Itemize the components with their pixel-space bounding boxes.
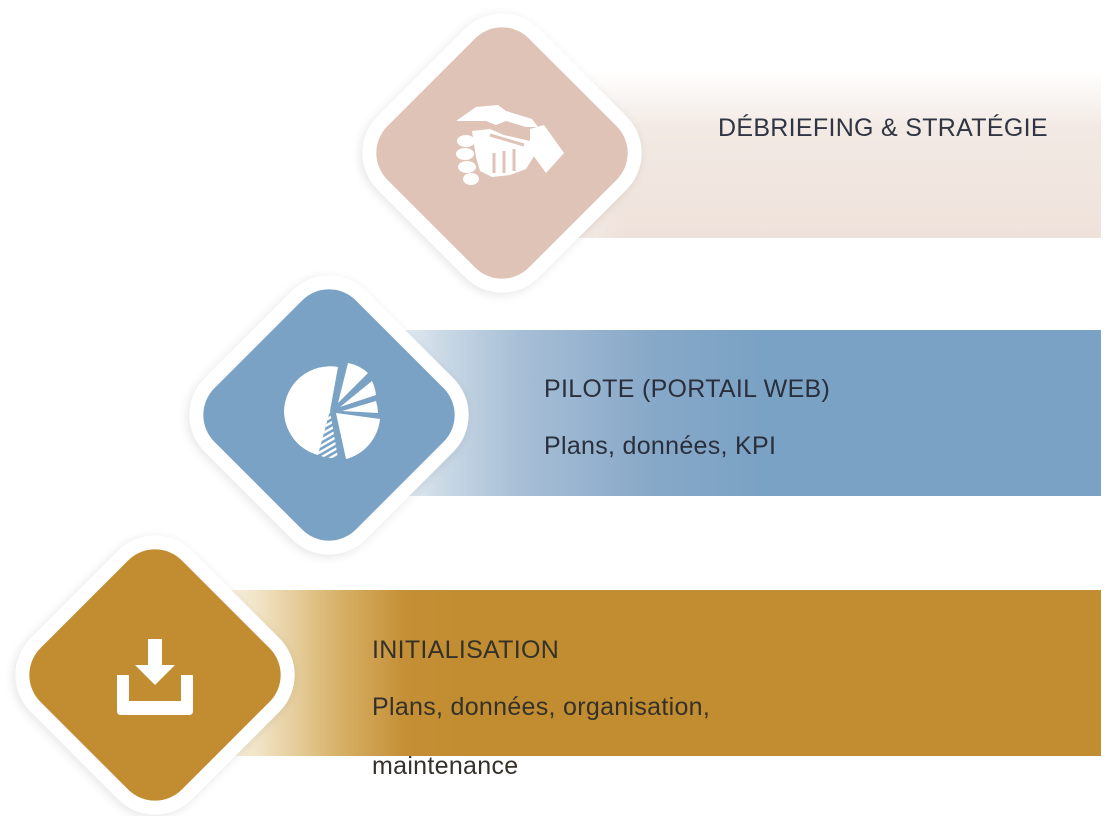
step-initialisation-banner — [185, 590, 1101, 756]
step-initialisation-title: INITIALISATION — [372, 636, 560, 664]
handshake-icon — [446, 91, 566, 191]
step-pilote-banner — [355, 330, 1101, 496]
step-initialisation-subtitle-line2: maintenance — [372, 752, 519, 780]
download-icon — [113, 635, 197, 719]
step-pilote-subtitle: Plans, données, KPI — [544, 432, 777, 460]
pie-chart-icon — [276, 355, 384, 463]
step-initialisation-subtitle-line1: Plans, données, organisation, — [372, 693, 711, 721]
step-debriefing-title: DÉBRIEFING & STRATÉGIE — [718, 114, 1048, 142]
step-pilote-title: PILOTE (PORTAIL WEB) — [544, 375, 831, 403]
